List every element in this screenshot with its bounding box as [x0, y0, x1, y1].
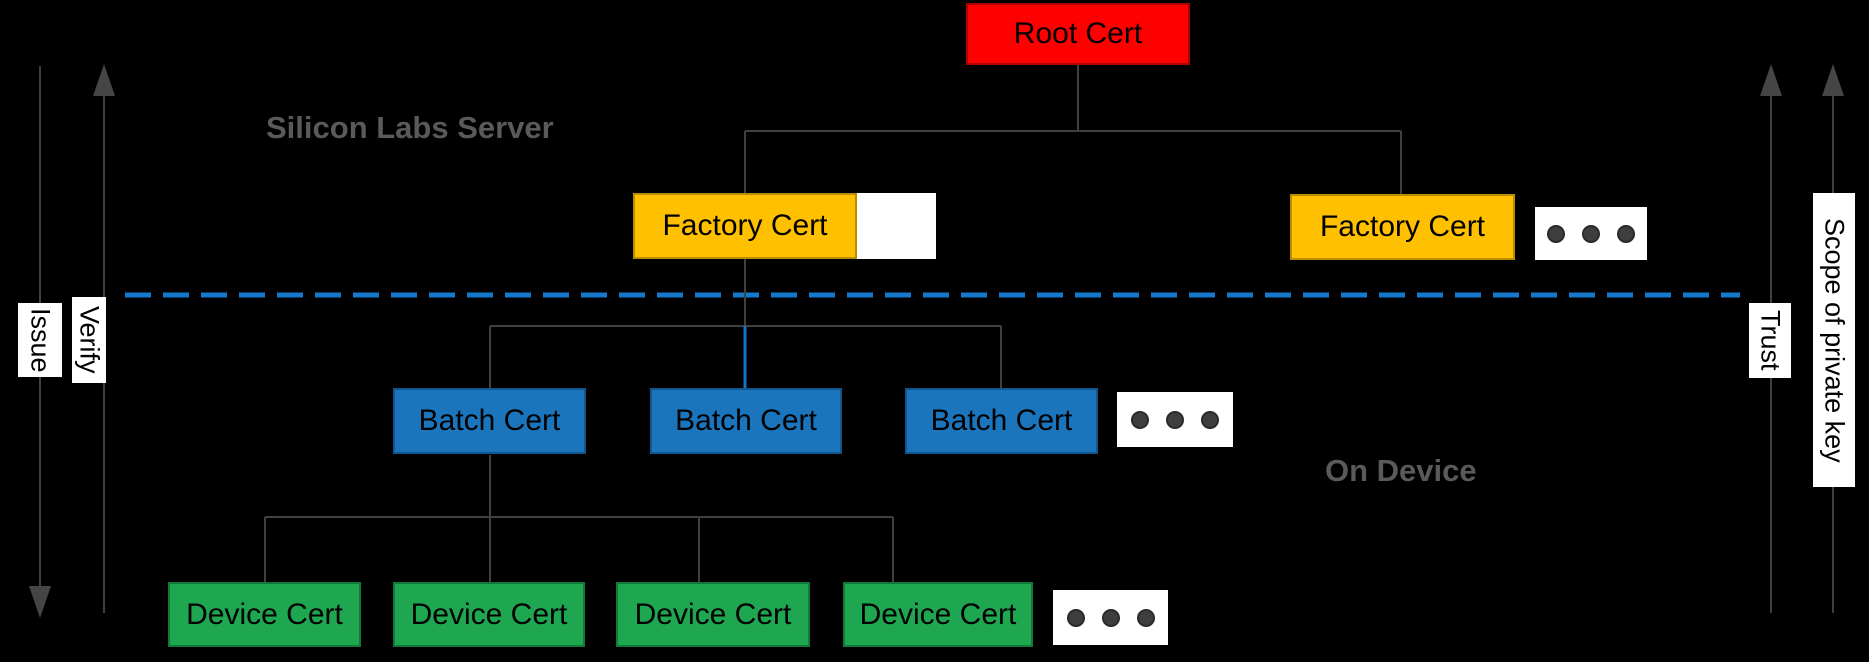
silicon-labs-server-label: Silicon Labs Server: [266, 110, 554, 145]
dot-icon: [1066, 608, 1085, 627]
device-cert-box-1: Device Cert: [168, 582, 361, 647]
dot-icon: [1617, 224, 1635, 243]
dot-icon: [1582, 224, 1600, 243]
device-cert-box-3: Device Cert: [616, 582, 810, 647]
blank-placeholder-box: [857, 193, 936, 259]
trust-label: Trust: [1749, 303, 1791, 378]
dot-icon: [1166, 410, 1184, 429]
dot-icon: [1201, 410, 1219, 429]
batch-cert-box-3: Batch Cert: [905, 388, 1098, 454]
factory-cert-box-2: Factory Cert: [1290, 194, 1515, 260]
batch-cert-box-1: Batch Cert: [393, 388, 586, 454]
root-to-factory-connector: [744, 65, 1402, 195]
device-cert-box-2: Device Cert: [393, 582, 585, 647]
batch-cert-box-2: Batch Cert: [650, 388, 842, 454]
verify-label-text: Verify: [74, 306, 105, 374]
dot-icon: [1136, 608, 1155, 627]
issue-label-text: Issue: [25, 307, 56, 373]
root-cert-box: Root Cert: [966, 3, 1190, 65]
trust-label-text: Trust: [1755, 310, 1786, 371]
batch-to-device-connector: [264, 455, 894, 583]
scope-of-private-key-label: Scope of private key: [1813, 193, 1855, 487]
dot-icon: [1101, 608, 1120, 627]
dot-icon: [1547, 224, 1565, 243]
verify-label: Verify: [72, 297, 106, 383]
scope-of-private-key-label-text: Scope of private key: [1819, 217, 1850, 463]
more-factory-certs-ellipsis-icon: [1535, 207, 1647, 260]
device-cert-box-4: Device Cert: [843, 582, 1033, 647]
factory-cert-box-1: Factory Cert: [633, 193, 857, 259]
dot-icon: [1131, 410, 1149, 429]
more-device-certs-ellipsis-icon: [1053, 590, 1168, 645]
on-device-label: On Device: [1325, 453, 1477, 488]
issue-label: Issue: [18, 303, 62, 377]
more-batch-certs-ellipsis-icon: [1117, 392, 1233, 447]
